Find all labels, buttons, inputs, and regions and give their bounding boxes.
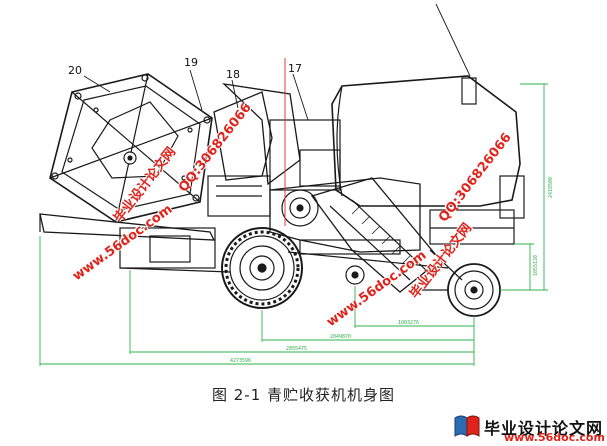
dim-6: 1055120 <box>533 255 539 276</box>
header-frame <box>49 73 213 223</box>
part-label-20: 20 <box>68 64 82 77</box>
figure-caption: 图 2-1 青贮收获机机身图 <box>211 386 396 404</box>
logo-url: www.56doc.com <box>504 431 605 444</box>
book-icon <box>454 415 480 437</box>
dim-1: 1003276 <box>398 320 419 326</box>
part-label-18: 18 <box>226 68 240 81</box>
dim-4: 4273596 <box>230 358 251 364</box>
part-label-19: 19 <box>184 56 198 69</box>
dim-2: 2049870 <box>330 334 351 340</box>
logo-text: 毕业设计论文网 <box>484 419 604 438</box>
dim-3: 2855475 <box>286 346 307 352</box>
part-label-17: 17 <box>288 62 302 75</box>
dim-5: 2418500 <box>548 177 554 198</box>
